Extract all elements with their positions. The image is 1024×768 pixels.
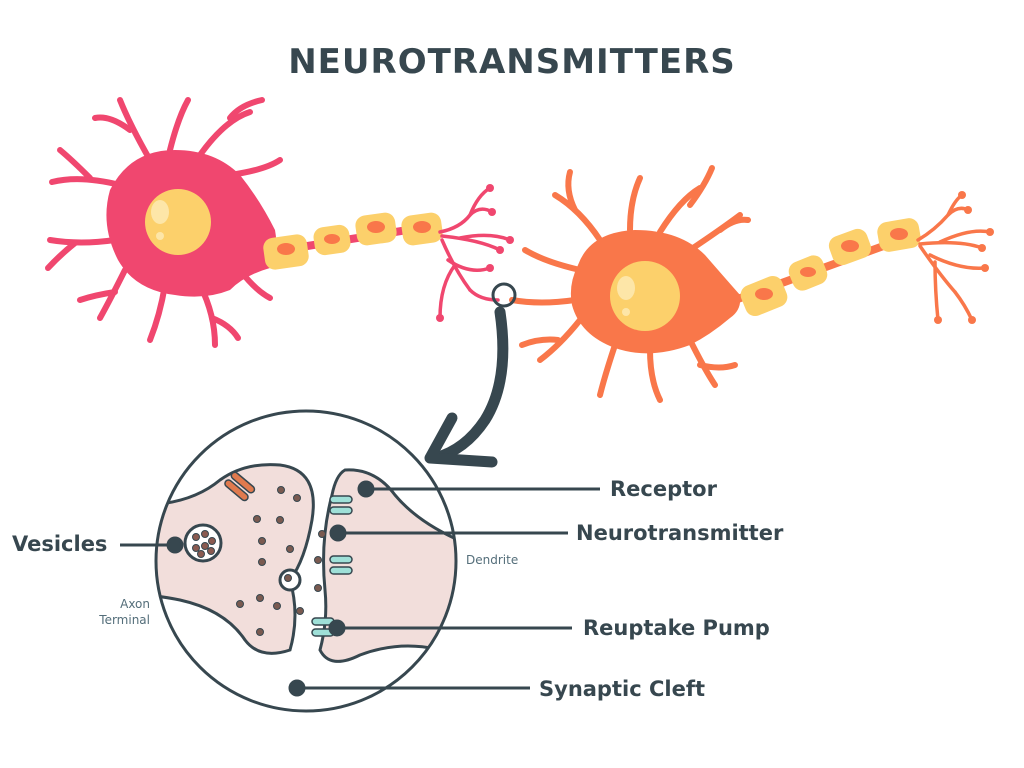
receptor-proteins <box>329 495 353 575</box>
axon-terminal-label-line1: Axon <box>120 597 150 611</box>
label-leader-lines <box>120 480 600 697</box>
axon-terminal-label-line2: Terminal <box>99 613 150 627</box>
zoom-focus-circle <box>491 282 517 308</box>
vesicles-label: Vesicles <box>12 532 108 556</box>
page-title: NEUROTRANSMITTERS <box>288 42 736 82</box>
zoom-arrow <box>429 306 509 464</box>
neurotransmitter-molecules <box>236 486 326 636</box>
neurotransmitter-label: Neurotransmitter <box>576 521 784 545</box>
orange-axon-terminal-branches <box>916 193 992 322</box>
zoom-arrowhead <box>424 412 498 468</box>
orange-dendrites <box>509 165 751 403</box>
axon-terminal-label: Axon Terminal <box>80 596 150 628</box>
orange-neuron <box>509 165 994 403</box>
dendrite-shape <box>318 468 456 663</box>
pink-neuron <box>45 97 514 348</box>
zoom-circle-border <box>154 409 458 713</box>
dendrite-label: Dendrite <box>466 553 519 567</box>
receptor-label: Receptor <box>610 477 717 501</box>
synaptic-cleft-label: Synaptic Cleft <box>539 677 705 701</box>
synapse-magnified-view <box>120 409 600 713</box>
pink-axon <box>263 212 443 270</box>
ion-channel <box>224 471 256 502</box>
vesicle <box>183 523 223 563</box>
pink-nucleus <box>145 189 211 255</box>
orange-axon <box>733 218 921 317</box>
reuptake-pump-label: Reuptake Pump <box>583 616 770 640</box>
